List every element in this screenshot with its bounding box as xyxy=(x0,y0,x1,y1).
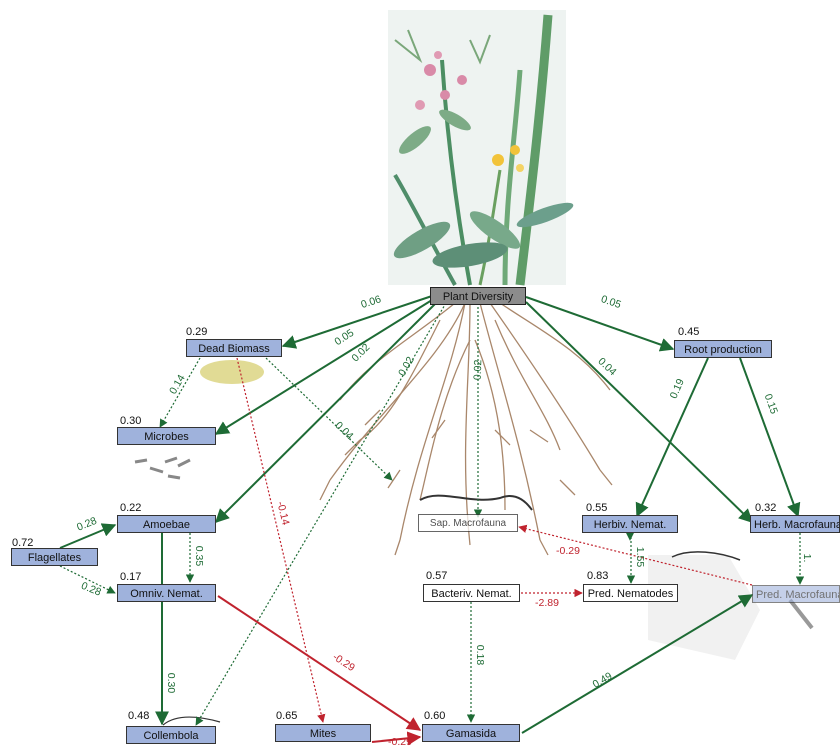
r2-pred-nematodes: 0.83 xyxy=(587,570,609,582)
edge-e6 xyxy=(525,296,675,352)
node-flagellates[interactable]: Flagellates xyxy=(11,548,98,566)
edge-label-e24: 1. xyxy=(801,554,813,563)
node-collembola[interactable]: Collembola xyxy=(126,726,216,744)
spider-sketch xyxy=(671,551,741,561)
r2-herb-macrofauna: 0.32 xyxy=(755,502,777,514)
edge-e2 xyxy=(214,299,433,435)
r2-mites: 0.65 xyxy=(276,710,298,722)
r2-omniv-nemat: 0.17 xyxy=(120,571,142,583)
edge-label-e15: 0.35 xyxy=(193,546,205,567)
r2-gamasida: 0.60 xyxy=(424,710,446,722)
r2-flagellates: 0.72 xyxy=(12,537,34,549)
r2-dead-biomass: 0.29 xyxy=(186,326,208,338)
edge-label-e9: 0.15 xyxy=(762,392,780,415)
edge-e17 xyxy=(217,595,422,731)
edge-label-e3: 0.02 xyxy=(349,341,372,364)
edge-e7 xyxy=(525,301,754,523)
edge-label-e23: -0.29 xyxy=(556,545,580,557)
r2-root-production: 0.45 xyxy=(678,326,700,338)
plant-illustration xyxy=(388,10,574,286)
edge-label-e7: 0.04 xyxy=(595,355,618,378)
node-sap-macrofauna[interactable]: Sap. Macrofauna xyxy=(418,514,518,532)
node-gamasida[interactable]: Gamasida xyxy=(422,724,520,742)
pred-macrofauna-sketch xyxy=(648,555,760,660)
r2-bacteriv-nemat: 0.57 xyxy=(426,570,448,582)
r2-amoebae: 0.22 xyxy=(120,502,142,514)
edge-e3 xyxy=(215,302,437,523)
node-dead-biomass[interactable]: Dead Biomass xyxy=(186,339,282,357)
edge-label-e8: 0.19 xyxy=(668,377,687,401)
edge-e4 xyxy=(195,302,447,726)
edge-e11 xyxy=(265,357,393,481)
node-herb-macrofauna[interactable]: Herb. Macrofauna xyxy=(750,515,840,533)
edge-e8 xyxy=(635,357,709,518)
edge-label-e17: -0.29 xyxy=(330,651,357,674)
node-plant-diversity[interactable]: Plant Diversity xyxy=(430,287,526,305)
edge-label-e18: -0.29 xyxy=(388,736,412,747)
edge-label-e10: 0.14 xyxy=(167,373,188,397)
sap-macrofauna-sketch xyxy=(419,494,533,511)
edge-label-e11: 0.04 xyxy=(333,419,356,442)
node-herbiv-nemat[interactable]: Herbiv. Nemat. xyxy=(582,515,678,533)
edge-label-e5: 0.02 xyxy=(472,359,485,380)
node-pred-nematodes[interactable]: Pred. Nematodes xyxy=(583,584,678,602)
edge-label-e19: 0.49 xyxy=(591,670,615,691)
node-microbes[interactable]: Microbes xyxy=(117,427,216,445)
edge-e23 xyxy=(518,524,753,586)
edge-e18 xyxy=(371,731,422,746)
edge-e1 xyxy=(281,295,433,349)
collembola-sketch xyxy=(162,716,221,726)
edge-label-e1: 0.06 xyxy=(360,293,383,311)
edge-e12 xyxy=(236,357,326,723)
edge-label-e14: 0.28 xyxy=(79,580,103,599)
beetle-sketch xyxy=(788,598,814,630)
edge-e13 xyxy=(59,523,117,549)
edge-label-e22: 1.55 xyxy=(634,547,646,568)
r2-microbes: 0.30 xyxy=(120,415,142,427)
edge-label-e13: 0.28 xyxy=(75,515,99,534)
edge-label-e2: 0.05 xyxy=(333,327,357,348)
node-mites[interactable]: Mites xyxy=(275,724,371,742)
node-amoebae[interactable]: Amoebae xyxy=(117,515,216,533)
node-bacteriv-nemat[interactable]: Bacteriv. Nemat. xyxy=(423,584,520,602)
edge-e9 xyxy=(739,357,801,518)
node-root-production[interactable]: Root production xyxy=(674,340,772,358)
edge-label-e16: 0.30 xyxy=(165,673,177,694)
node-omniv-nemat[interactable]: Omniv. Nemat. xyxy=(117,584,216,602)
edge-label-e6: 0.05 xyxy=(599,293,622,311)
edge-e10 xyxy=(159,357,201,428)
r2-collembola: 0.48 xyxy=(128,710,150,722)
microbe-sketch xyxy=(134,456,191,480)
edge-label-e12: -0.14 xyxy=(274,500,291,526)
r2-herbiv-nemat: 0.55 xyxy=(586,502,608,514)
edge-label-e20: 0.18 xyxy=(474,645,486,666)
edge-label-e4: 0.02 xyxy=(396,355,417,379)
edge-label-e21: -2.89 xyxy=(535,597,559,609)
edge-e19 xyxy=(521,594,754,734)
node-pred-macrofauna[interactable]: Pred. Macrofauna xyxy=(752,585,840,603)
dead-biomass-sketch xyxy=(200,360,264,384)
